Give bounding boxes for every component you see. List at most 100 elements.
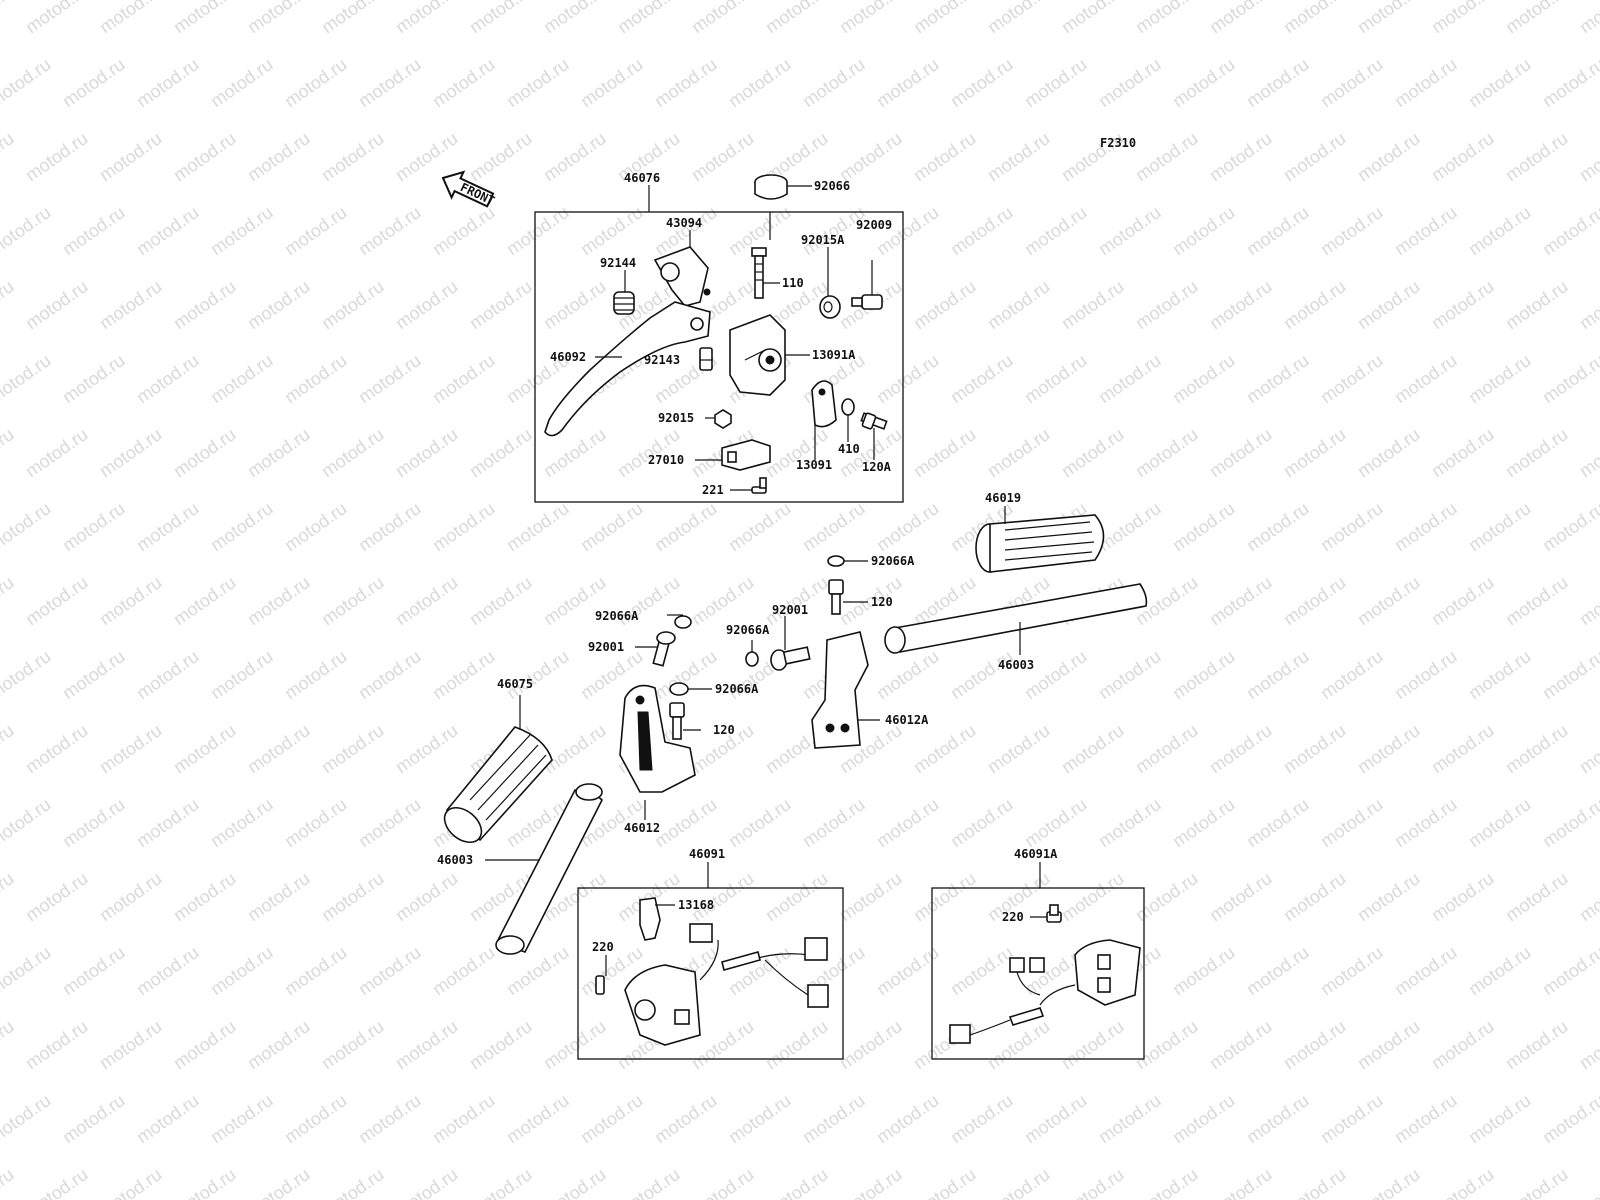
watermark-text: motod.ru [1317, 1090, 1387, 1147]
watermark-text: motod.ru [984, 1164, 1054, 1200]
watermark-text: motod.ru [836, 868, 906, 925]
callout-120a: 120A [862, 460, 892, 474]
watermark-text: motod.ru [1095, 202, 1165, 259]
watermark-text: motod.ru [392, 276, 462, 333]
throttle-housing-part-left [619, 684, 696, 793]
watermark-text: motod.ru [1058, 276, 1128, 333]
watermark-text: motod.ru [1465, 202, 1535, 259]
watermark-text: motod.ru [910, 720, 980, 777]
watermark-text: motod.ru [1058, 868, 1128, 925]
watermark-text: motod.ru [355, 942, 425, 999]
watermark-text: motod.ru [762, 424, 832, 481]
watermark-text: motod.ru [651, 498, 721, 555]
watermark-text: motod.ru [1428, 572, 1498, 629]
watermark-text: motod.ru [0, 350, 54, 407]
watermark-text: motod.ru [170, 424, 240, 481]
watermark-text: motod.ru [170, 720, 240, 777]
watermark-text: motod.ru [1539, 942, 1600, 999]
watermark-text: motod.ru [540, 0, 610, 37]
housing-screw-part-right [770, 646, 811, 671]
watermark-text: motod.ru [1465, 794, 1535, 851]
watermark-text: motod.ru [1132, 424, 1202, 481]
watermark-text: motod.ru [1206, 0, 1276, 37]
watermark-text: motod.ru [281, 794, 351, 851]
watermark-text: motod.ru [1428, 128, 1498, 185]
watermark-text: motod.ru [170, 276, 240, 333]
watermark-text: motod.ru [318, 0, 388, 37]
watermark-text: motod.ru [1095, 794, 1165, 851]
watermark-text: motod.ru [318, 276, 388, 333]
watermark-text: motod.ru [133, 54, 203, 111]
watermark-text: motod.ru [1576, 1016, 1600, 1073]
watermark-text: motod.ru [1169, 646, 1239, 703]
watermark-text: motod.ru [466, 572, 536, 629]
watermark-text: motod.ru [22, 1164, 92, 1200]
watermark-text: motod.ru [1428, 720, 1498, 777]
watermark-text: motod.ru [1206, 128, 1276, 185]
watermark-text: motod.ru [1132, 1016, 1202, 1073]
watermark-text: motod.ru [355, 1090, 425, 1147]
watermark-text: motod.ru [762, 572, 832, 629]
watermark-text: motod.ru [1169, 942, 1239, 999]
watermark-text: motod.ru [392, 868, 462, 925]
watermark-text: motod.ru [577, 202, 647, 259]
callout-46075: 46075 [497, 677, 533, 691]
watermark-text: motod.ru [1317, 646, 1387, 703]
callout-120-left: 120 [713, 723, 735, 737]
watermark-text: motod.ru [170, 0, 240, 37]
watermark-text: motod.ru [1021, 54, 1091, 111]
watermark-text: motod.ru [466, 424, 536, 481]
callout-92066a-left: 92066A [595, 609, 639, 623]
watermark-text: motod.ru [244, 424, 314, 481]
watermark-text: motod.ru [1206, 1016, 1276, 1073]
callout-46012: 46012 [624, 821, 660, 835]
watermark-text: motod.ru [318, 868, 388, 925]
watermark-text: motod.ru [1058, 1016, 1128, 1073]
watermark-text: motod.ru [22, 572, 92, 629]
watermark-text: motod.ru [1280, 0, 1350, 37]
watermark-text: motod.ru [1354, 1016, 1424, 1073]
watermark-text: motod.ru [688, 0, 758, 37]
watermark-text: motod.ru [318, 128, 388, 185]
watermark-text: motod.ru [318, 1164, 388, 1200]
watermark-text: motod.ru [503, 1090, 573, 1147]
watermark-text: motod.ru [429, 1090, 499, 1147]
washer-part [841, 398, 855, 416]
watermark-text: motod.ru [1391, 646, 1461, 703]
callout-92015a: 92015A [801, 233, 845, 247]
watermark-text: motod.ru [1465, 942, 1535, 999]
watermark-text: motod.ru [0, 868, 17, 925]
watermark-text: motod.ru [318, 720, 388, 777]
watermark-text: motod.ru [1428, 424, 1498, 481]
watermark-text: motod.ru [170, 128, 240, 185]
watermark-text: motod.ru [0, 128, 17, 185]
callout-120-right: 120 [871, 595, 893, 609]
watermark-text: motod.ru [1206, 720, 1276, 777]
watermark-text: motod.ru [207, 794, 277, 851]
watermark-text: motod.ru [59, 54, 129, 111]
watermark-text: motod.ru [577, 1090, 647, 1147]
watermark-text: motod.ru [1391, 1090, 1461, 1147]
watermark-text: motod.ru [1095, 646, 1165, 703]
housing-bolt-part-left [669, 702, 685, 740]
watermark-text: motod.ru [1502, 1164, 1572, 1200]
watermark-text: motod.ru [1169, 350, 1239, 407]
watermark-text: motod.ru [577, 498, 647, 555]
watermark-text: motod.ru [0, 54, 54, 111]
watermark-text: motod.ru [1206, 868, 1276, 925]
watermark-text: motod.ru [1391, 498, 1461, 555]
watermark-text: motod.ru [984, 424, 1054, 481]
watermark-text: motod.ru [281, 350, 351, 407]
watermark-text: motod.ru [244, 868, 314, 925]
watermark-text: motod.ru [244, 1016, 314, 1073]
watermark-text: motod.ru [1243, 794, 1313, 851]
callout-220-left: 220 [592, 940, 614, 954]
watermark-text: motod.ru [1576, 276, 1600, 333]
watermark-text: motod.ru [244, 720, 314, 777]
housing-bolt-part-right [828, 579, 844, 615]
watermark-text: motod.ru [392, 1016, 462, 1073]
callout-92066a-low: 92066A [715, 682, 759, 696]
watermark-text: motod.ru [873, 54, 943, 111]
watermark-text: motod.ru [799, 1090, 869, 1147]
